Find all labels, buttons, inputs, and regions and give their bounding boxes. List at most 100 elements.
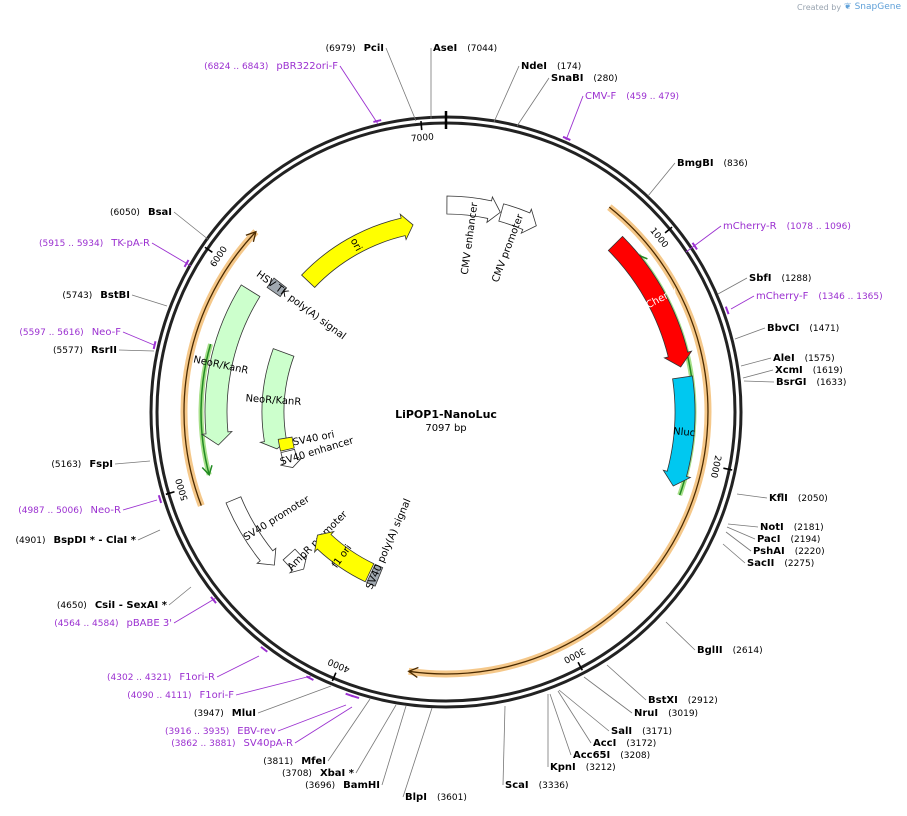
feature-f1_ori[interactable] bbox=[313, 530, 375, 583]
primer-name: Neo-F bbox=[92, 327, 122, 338]
plasmid-backbone bbox=[149, 111, 743, 709]
primer-site[interactable]: EBV-rev(3916 .. 3935) bbox=[165, 726, 276, 737]
feature-sv40_polya[interactable] bbox=[366, 563, 384, 587]
enzyme-leader-line bbox=[717, 277, 748, 295]
enzyme-site[interactable]: SnaBI(280) bbox=[551, 73, 618, 84]
enzyme-site[interactable]: AleI(1575) bbox=[773, 353, 835, 364]
primer-name: Neo-R bbox=[91, 505, 122, 516]
primer-site[interactable]: F1ori-R(4302 .. 4321) bbox=[107, 672, 215, 683]
enzyme-site[interactable]: BstBI(5743) bbox=[62, 290, 130, 301]
enzyme-site[interactable]: BglII(2614) bbox=[697, 645, 763, 656]
enzyme-site[interactable]: KflI(2050) bbox=[769, 493, 828, 504]
feature-sv40_ori[interactable] bbox=[277, 436, 295, 452]
enzyme-site[interactable]: NotI(2181) bbox=[760, 522, 824, 533]
enzyme-site[interactable]: XcmI(1619) bbox=[775, 365, 843, 376]
enzyme-site[interactable]: Acc65I(3208) bbox=[573, 750, 650, 761]
orf-line bbox=[408, 206, 709, 675]
primer-site[interactable]: F1ori-F(4090 .. 4111) bbox=[127, 690, 234, 701]
primer-site[interactable]: Neo-R(4987 .. 5006) bbox=[18, 505, 121, 516]
enzyme-name: XbaI * bbox=[320, 768, 355, 779]
tick-mark bbox=[204, 246, 213, 253]
tick-mark bbox=[577, 661, 583, 671]
feature-sv40_enh[interactable] bbox=[280, 448, 303, 468]
enzyme-site[interactable]: MfeI(3811) bbox=[263, 756, 326, 767]
enzyme-name: BstXI bbox=[648, 695, 678, 706]
primer-site[interactable]: TK-pA-R(5915 .. 5934) bbox=[39, 238, 150, 249]
tick-mark bbox=[723, 467, 733, 471]
primer-site[interactable]: pBR322ori-F(6824 .. 6843) bbox=[204, 61, 338, 72]
enzyme-leader-line bbox=[493, 65, 520, 123]
enzyme-site[interactable]: SalI(3171) bbox=[611, 726, 672, 737]
enzyme-site[interactable]: AccI(3172) bbox=[593, 738, 656, 749]
feature-neo_outer[interactable] bbox=[200, 284, 261, 446]
enzyme-site[interactable]: BspDI * - ClaI *(4901) bbox=[16, 535, 137, 546]
feature-nluc[interactable] bbox=[662, 375, 696, 487]
enzyme-name: AccI bbox=[593, 738, 616, 749]
tick-label: 4000 bbox=[326, 656, 351, 674]
enzyme-site[interactable]: BamHI(3696) bbox=[305, 780, 380, 791]
feature-ampr_promoter[interactable] bbox=[282, 548, 308, 574]
enzyme-name: MluI bbox=[232, 708, 256, 719]
primer-site[interactable]: SV40pA-R(3862 .. 3881) bbox=[171, 738, 293, 749]
enzyme-site[interactable]: BstXI(2912) bbox=[648, 695, 718, 706]
primer-leader-line bbox=[730, 295, 755, 310]
feature-sv40_promoter[interactable] bbox=[225, 496, 277, 566]
enzyme-leader-line bbox=[722, 543, 746, 564]
enzyme-position: (2614) bbox=[733, 646, 763, 656]
enzyme-position: (2181) bbox=[794, 523, 824, 533]
enzyme-site[interactable]: AseI(7044) bbox=[433, 43, 497, 54]
primer-mark bbox=[152, 341, 157, 350]
primer-leader-line bbox=[216, 655, 260, 678]
enzyme-leader-line bbox=[734, 327, 766, 340]
primer-leader-line bbox=[151, 242, 192, 267]
enzyme-site[interactable]: SacII(2275) bbox=[747, 558, 814, 569]
enzyme-site[interactable]: PshAI(2220) bbox=[753, 546, 825, 557]
enzyme-name: NruI bbox=[634, 708, 658, 719]
enzyme-leader-line bbox=[257, 685, 332, 714]
enzyme-site[interactable]: KpnI(3212) bbox=[550, 762, 616, 773]
enzyme-site[interactable]: ScaI(3336) bbox=[505, 780, 569, 791]
feature-mcherry[interactable] bbox=[607, 235, 693, 368]
primer-range: (5915 .. 5934) bbox=[39, 239, 103, 249]
enzyme-name: KflI bbox=[769, 493, 788, 504]
primer-site[interactable]: Neo-F (5597 .. 5616) bbox=[19, 327, 121, 338]
enzyme-site[interactable]: SbfI(1288) bbox=[749, 273, 811, 284]
enzyme-position: (5577) bbox=[53, 346, 83, 356]
enzyme-position: (3208) bbox=[620, 751, 650, 761]
primer-range: (5597 .. 5616) bbox=[19, 328, 83, 338]
enzyme-name: MfeI bbox=[301, 756, 326, 767]
enzyme-position: (3171) bbox=[642, 727, 672, 737]
enzyme-site[interactable]: BsaI(6050) bbox=[110, 207, 172, 218]
enzyme-site[interactable]: BbvCI(1471) bbox=[767, 323, 839, 334]
orf-layer bbox=[180, 204, 712, 678]
enzyme-site[interactable]: BmgBI(836) bbox=[677, 158, 748, 169]
enzyme-site[interactable]: BsrGI(1633) bbox=[776, 377, 846, 388]
primer-range: (459 .. 479) bbox=[626, 92, 679, 102]
enzyme-position: (6050) bbox=[110, 208, 140, 218]
tick-mark bbox=[420, 121, 423, 131]
enzyme-leader-line bbox=[725, 531, 752, 552]
enzyme-site[interactable]: BlpI(3601) bbox=[405, 792, 467, 803]
enzyme-site[interactable]: XbaI *(3708) bbox=[282, 768, 355, 779]
primer-site[interactable]: mCherry-F(1346 .. 1365) bbox=[756, 291, 883, 302]
primer-site[interactable]: CMV-F(459 .. 479) bbox=[585, 91, 679, 102]
enzyme-position: (174) bbox=[557, 62, 581, 72]
feature-cmv_promoter[interactable] bbox=[498, 203, 537, 235]
enzyme-site[interactable]: PacI(2194) bbox=[757, 534, 820, 545]
enzyme-position: (5163) bbox=[51, 460, 81, 470]
enzyme-site[interactable]: NdeI(174) bbox=[521, 61, 581, 72]
enzyme-site[interactable]: FspI(5163) bbox=[51, 459, 113, 470]
feature-label-sv40_polya: SV40 poly(A) signal bbox=[364, 497, 413, 591]
feature-hsv_tk[interactable] bbox=[266, 277, 288, 298]
primer-site[interactable]: mCherry-R(1078 .. 1096) bbox=[723, 221, 851, 232]
enzyme-site[interactable]: PciI(6979) bbox=[326, 43, 384, 54]
enzyme-leader-line bbox=[665, 621, 696, 651]
feature-ori[interactable] bbox=[301, 213, 414, 289]
enzyme-position: (1619) bbox=[813, 366, 843, 376]
enzyme-site[interactable]: CsiI - SexAI *(4650) bbox=[57, 600, 168, 611]
enzyme-site[interactable]: NruI(3019) bbox=[634, 708, 698, 719]
feature-cmv_enhancer[interactable] bbox=[446, 195, 501, 224]
primer-site[interactable]: pBABE 3'(4564 .. 4584) bbox=[54, 618, 172, 629]
enzyme-site[interactable]: MluI(3947) bbox=[194, 708, 256, 719]
enzyme-site[interactable]: RsrII(5577) bbox=[53, 345, 117, 356]
